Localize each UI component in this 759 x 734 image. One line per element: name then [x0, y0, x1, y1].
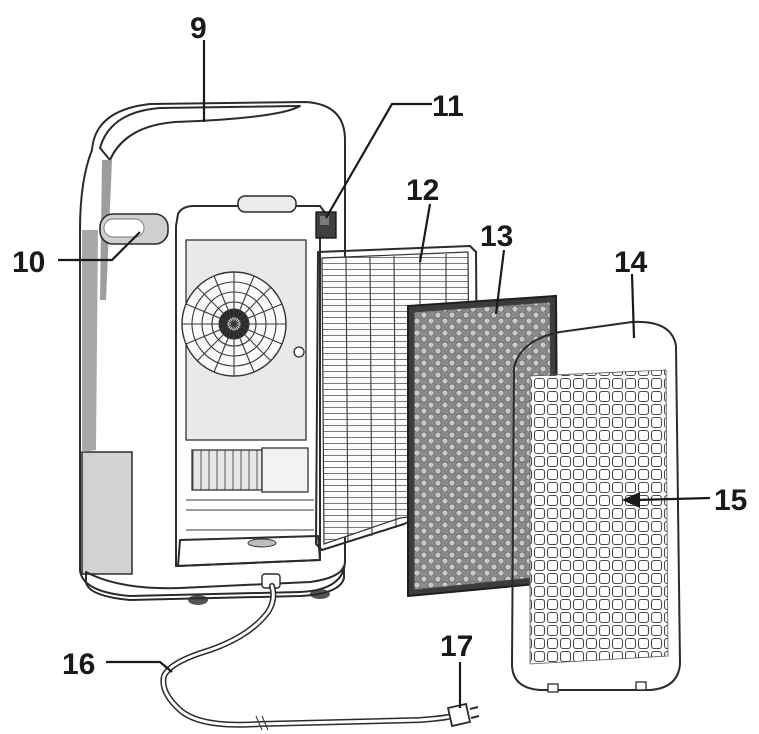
- power-cord: [160, 583, 455, 731]
- leader-12: [418, 203, 432, 263]
- cord-tie-2: [261, 715, 269, 731]
- callout-15: 15: [714, 484, 747, 517]
- side-edge-shade: [82, 230, 98, 452]
- front-panel-grille: [529, 369, 669, 665]
- callout-17: 17: [440, 630, 473, 663]
- callout-10: 10: [12, 246, 45, 279]
- callout-13: 13: [480, 220, 513, 253]
- panel-tab-right: [635, 681, 647, 691]
- lower-vent: [191, 449, 263, 491]
- leader-14: [630, 273, 636, 339]
- carbon-filter: [407, 294, 560, 598]
- plug-prong-bottom: [470, 715, 480, 719]
- panel-tab-left: [547, 683, 559, 693]
- pleat-rib-2: [369, 256, 373, 537]
- callout-labels: 9 10 11 12 13 14 15 16 17: [12, 12, 747, 681]
- callout-16: 16: [62, 648, 95, 681]
- cord-tie-1: [255, 715, 263, 731]
- fan-grille: [181, 271, 287, 377]
- purifier-main-unit: [79, 101, 346, 605]
- leader-11: [325, 102, 432, 219]
- leader-lines: [58, 40, 711, 708]
- arrowhead-15: [622, 492, 640, 508]
- callout-14: 14: [614, 246, 648, 279]
- power-plug: [446, 702, 480, 728]
- side-grip: [99, 213, 169, 245]
- pleat-rib-1: [345, 257, 349, 543]
- unit-body-shell: [79, 101, 346, 597]
- leader-10: [58, 231, 141, 262]
- tray-notch: [247, 538, 277, 548]
- sensor-lens: [320, 216, 329, 225]
- top-latch: [237, 195, 297, 213]
- front-cavity: [175, 205, 327, 567]
- callout-11: 11: [432, 90, 464, 123]
- top-handle: [99, 105, 301, 161]
- panel-knob: [293, 346, 305, 358]
- callout-9: 9: [190, 12, 207, 45]
- lower-compartment: [261, 447, 309, 493]
- leader-13: [494, 249, 506, 315]
- bottom-tray: [177, 535, 321, 567]
- plug-prong-top: [469, 706, 479, 710]
- pleat-rib-3: [393, 255, 397, 529]
- callout-12: 12: [406, 174, 439, 207]
- side-lower-panel: [81, 451, 133, 575]
- base-band: [85, 565, 345, 601]
- front-panel: [511, 320, 681, 693]
- leader-16: [106, 660, 173, 673]
- leader-15: [635, 496, 711, 502]
